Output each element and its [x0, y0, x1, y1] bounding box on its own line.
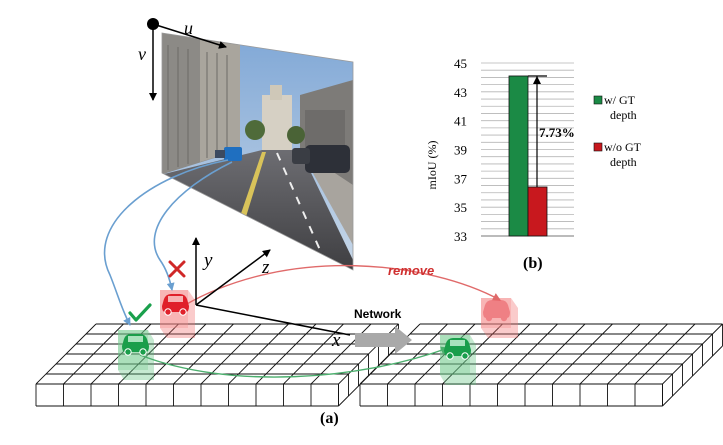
voxel-grid-right: [359, 323, 723, 407]
chart-ytick-label: 41: [454, 114, 467, 129]
chart-yticks: 33 35 37 39 41 43 45: [454, 56, 468, 244]
chart-bar: [508, 75, 529, 237]
chart-ytick-label: 45: [454, 56, 467, 71]
street-image-plane: [162, 33, 353, 270]
panel-a-label: (a): [320, 410, 339, 427]
chart-ytick-label: 37: [454, 171, 468, 186]
cross-icon: [168, 260, 186, 278]
chart-ylabel: mIoU (%): [425, 141, 439, 190]
chart-difference-annotation: 7.73%: [528, 75, 575, 187]
image-axes: u v: [138, 18, 227, 101]
legend-label-line2: depth: [610, 108, 637, 122]
chart-annotation-label: 7.73%: [539, 125, 575, 140]
remove-curve: [139, 264, 501, 378]
axis-y-label: y: [202, 250, 213, 271]
world-axes: y z x: [192, 237, 351, 351]
panel-b-label: (b): [523, 255, 543, 272]
network-label: Network: [354, 307, 402, 321]
legend-swatch: [593, 142, 603, 152]
chart-ytick-label: 35: [454, 200, 467, 215]
car-icon: [162, 294, 189, 316]
voxel-grid-left: [35, 323, 399, 407]
legend-label-line1: w/o GT: [604, 140, 642, 154]
chart-ytick-label: 33: [454, 229, 467, 244]
car-icon: [444, 338, 471, 360]
axis-v-label: v: [138, 44, 146, 64]
network-arrow: Network: [354, 307, 412, 354]
chart-ytick-label: 43: [454, 85, 467, 100]
remove-label: remove: [388, 263, 434, 278]
axis-z-label: z: [261, 257, 270, 278]
check-icon: [128, 303, 152, 322]
chart-bar: [527, 186, 548, 237]
chart-ytick-label: 39: [454, 143, 467, 158]
chart-diff-arrowhead: [533, 75, 541, 84]
projection-curves: [103, 159, 233, 326]
chart-bars: [508, 75, 548, 237]
car-icon: [122, 334, 149, 356]
car-icon: [483, 300, 510, 322]
legend-label-line1: w/ GT: [604, 93, 636, 107]
legend-swatch: [593, 95, 603, 105]
legend-label-line2: depth: [610, 155, 637, 169]
axis-u-label: u: [184, 18, 193, 38]
axis-x-label: x: [331, 330, 341, 351]
